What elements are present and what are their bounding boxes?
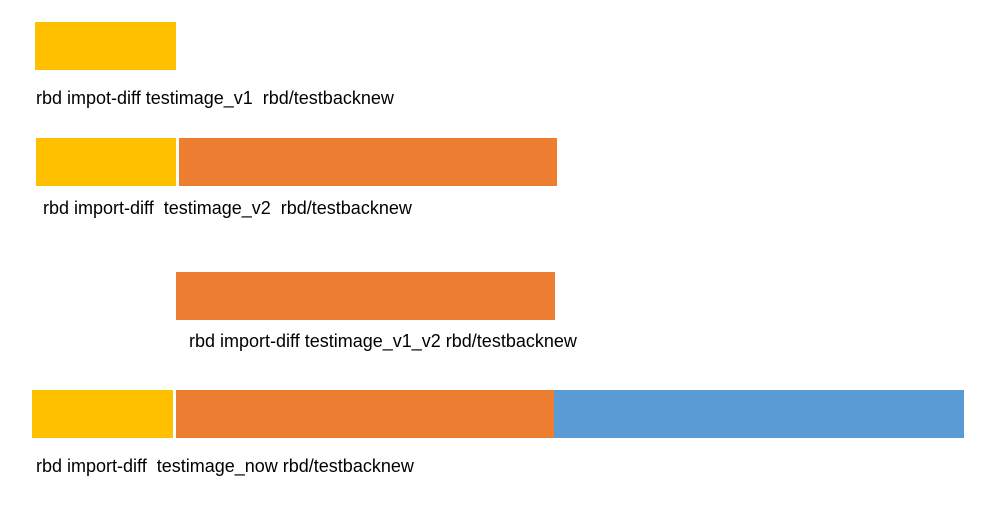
v1-block [32,390,173,438]
row3-caption: rbd import-diff testimage_v1_v2 rbd/test… [189,331,577,351]
row4-caption: rbd import-diff testimage_now rbd/testba… [36,456,414,476]
v2-block [176,272,555,320]
now-block [554,390,964,438]
v2-block [176,390,554,438]
row1-caption: rbd impot-diff testimage_v1 rbd/testback… [36,88,394,108]
v1-block [36,138,176,186]
row2-caption: rbd import-diff testimage_v2 rbd/testbac… [43,198,412,218]
v1-block [35,22,176,70]
v2-block [179,138,557,186]
